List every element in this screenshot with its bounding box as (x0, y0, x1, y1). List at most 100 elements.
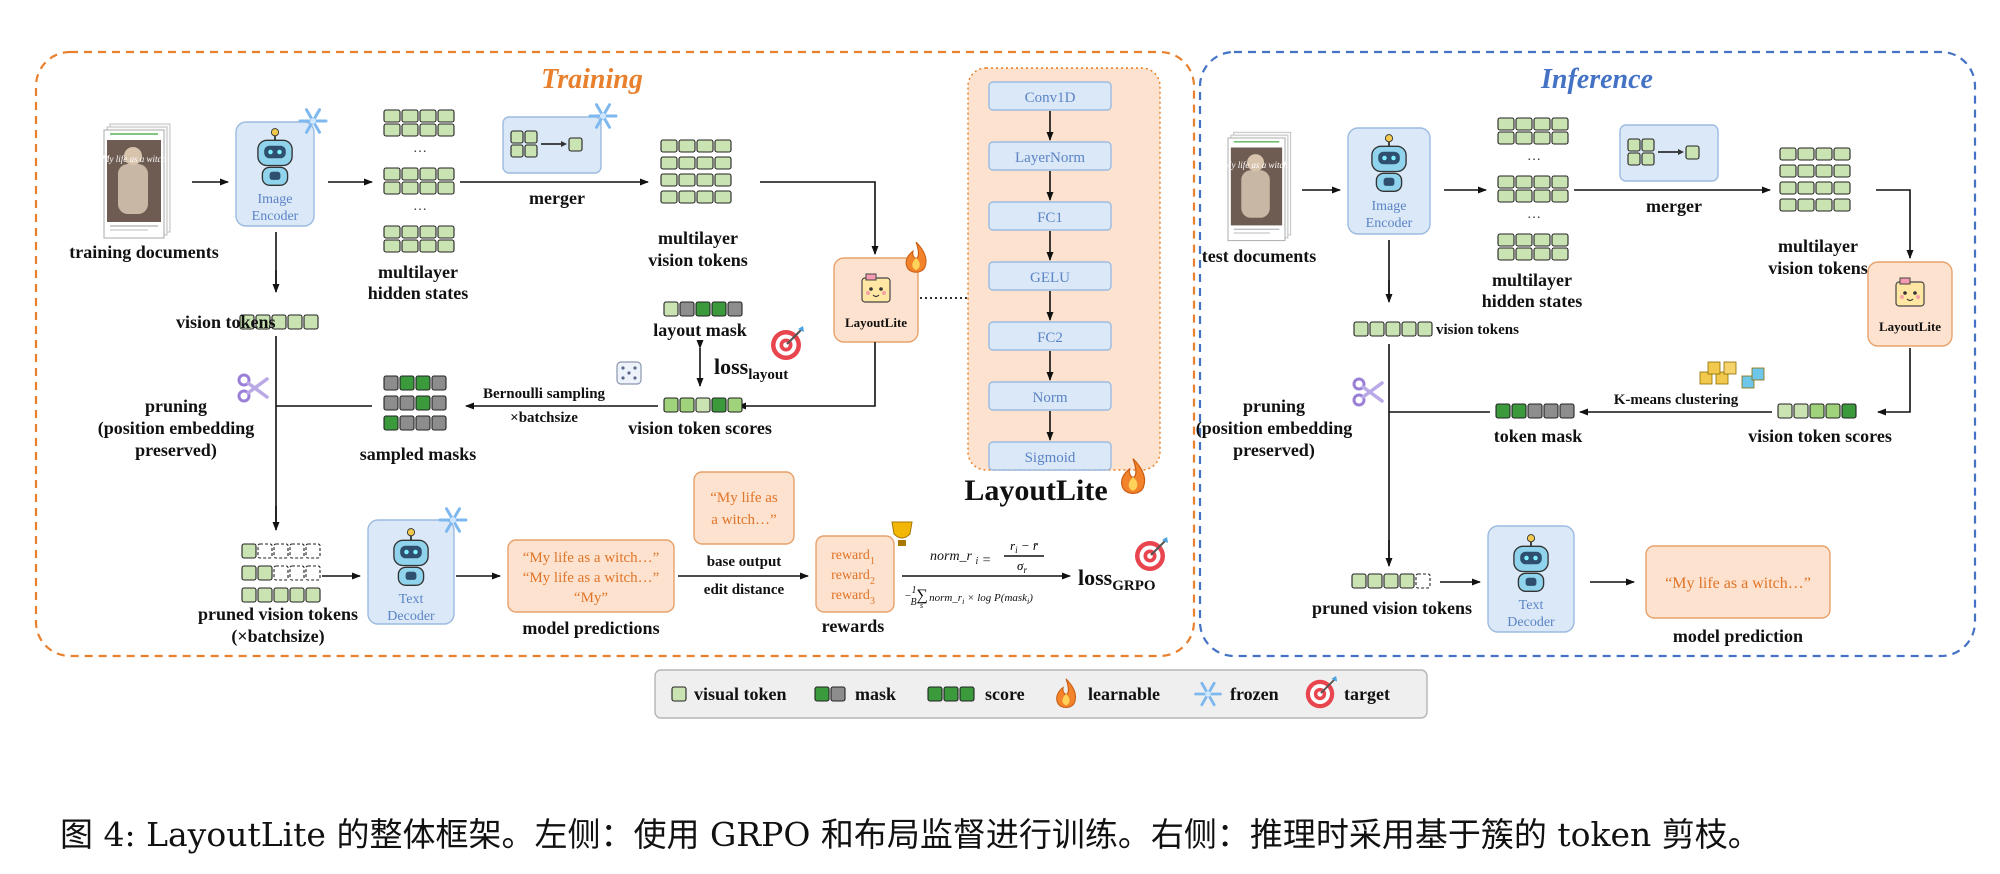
inference-panel (1198, 50, 1977, 658)
dice-dot (633, 366, 637, 370)
token-cell (241, 565, 257, 581)
token-cell (1515, 175, 1533, 189)
token-cell (437, 239, 455, 253)
pruned-vision-token-row (241, 565, 321, 581)
token-cell (1809, 403, 1825, 419)
test-document-thumbnail (1227, 131, 1292, 242)
trophy-icon (891, 521, 913, 539)
token-cell (1401, 321, 1417, 337)
hidden-row (1497, 131, 1569, 145)
layer-label: FC2 (1037, 330, 1063, 346)
base-output-quote-2: a witch…” (711, 512, 776, 528)
token-cell (305, 565, 321, 581)
target-icon (1134, 536, 1169, 572)
token-cell (1543, 403, 1559, 419)
token-cell (510, 144, 524, 158)
token-cell (943, 686, 959, 702)
token-cell (711, 301, 727, 317)
token-cell (1551, 189, 1569, 203)
token-cell (1815, 147, 1833, 161)
token-cell (401, 167, 419, 181)
hidden-row (1497, 175, 1569, 189)
formula-part: B (910, 597, 916, 608)
layer-label: Conv1D (1025, 90, 1076, 106)
target-icon (770, 325, 805, 361)
training-merger-label: merger (529, 188, 585, 208)
token-cell (437, 167, 455, 181)
token-cell (1793, 403, 1809, 419)
pruning-label-2: (position embedding (98, 418, 255, 439)
reward-item-main: reward (831, 588, 870, 603)
reward-item-main: reward (831, 548, 870, 563)
token-row (660, 173, 732, 187)
text-decoder-label-2: Decoder (1507, 615, 1555, 630)
layer-fc2 (988, 321, 1112, 351)
merger-out (568, 137, 583, 152)
layer-label: Norm (1033, 390, 1068, 406)
sampled-mask-row (383, 395, 447, 411)
token-cell (1367, 573, 1383, 589)
token-cell (714, 156, 732, 170)
token-cell (1627, 138, 1641, 152)
token-cell (678, 173, 696, 187)
token-cell (1551, 175, 1569, 189)
token-cell (660, 190, 678, 204)
formula-part: − r̄ (1018, 538, 1039, 553)
token-cell (241, 543, 257, 559)
layer-label: LayerNorm (1015, 150, 1085, 166)
prediction-3: “My” (574, 590, 608, 606)
token-cell (1777, 403, 1793, 419)
token-cell (419, 225, 437, 239)
hidden-row (383, 167, 455, 181)
token-cell (663, 397, 679, 413)
token-cell (401, 225, 419, 239)
token-cell (383, 109, 401, 123)
cube-icon (1723, 361, 1737, 375)
token-cell (1533, 117, 1551, 131)
token-cell (415, 375, 431, 391)
formula-part: r (1010, 538, 1016, 553)
figure-caption: 图 4: LayoutLite 的整体框架。左侧：使用 GRPO 和布局监督进行… (60, 815, 1761, 854)
token-cell (1515, 131, 1533, 145)
token-cell (1815, 198, 1833, 212)
inference-vision-token-scores-label: vision token scores (1748, 426, 1892, 446)
token-cell (927, 686, 943, 702)
token-cell (419, 181, 437, 195)
prediction-1: “My life as a witch…” (523, 550, 660, 566)
cube-icon (1751, 367, 1765, 381)
text-decoder-label-2: Decoder (387, 609, 435, 624)
learnable-flame-icon (905, 241, 927, 273)
token-cell (959, 686, 975, 702)
inference-prediction-box (1645, 545, 1831, 619)
token-cell (289, 587, 305, 603)
token-cell (401, 181, 419, 195)
token-cell (257, 565, 273, 581)
merger-head (1678, 149, 1684, 155)
token-cell (714, 139, 732, 153)
sampled-mask-row (383, 375, 447, 391)
cube-icon (1741, 375, 1755, 389)
image-encoder-label-2: Encoder (1366, 216, 1413, 231)
token-cell (1533, 233, 1551, 247)
token-cell (660, 156, 678, 170)
hidden-row (383, 109, 455, 123)
token-row (660, 156, 732, 170)
arrow-layoutlite-scores (737, 342, 876, 410)
layoutlite-badge-label: LayoutLite (845, 315, 907, 330)
pruned-vision-tokens-label-2: (×batchsize) (231, 626, 324, 647)
token-cell (1779, 181, 1797, 195)
merger-in-row (510, 130, 538, 144)
token-cell (383, 167, 401, 181)
formula-part: i (962, 597, 964, 606)
token-cell (1685, 145, 1700, 160)
sampled-masks-label: sampled masks (360, 444, 477, 464)
token-cell (419, 123, 437, 137)
legend-box (654, 669, 1428, 719)
token-cell (1399, 573, 1415, 589)
token-cell (1533, 131, 1551, 145)
inference-merger-label: merger (1646, 196, 1702, 216)
ellipsis: … (413, 199, 427, 214)
token-cell (273, 587, 289, 603)
loss-grpo-main: loss (1078, 565, 1113, 590)
token-cell (1833, 181, 1851, 195)
